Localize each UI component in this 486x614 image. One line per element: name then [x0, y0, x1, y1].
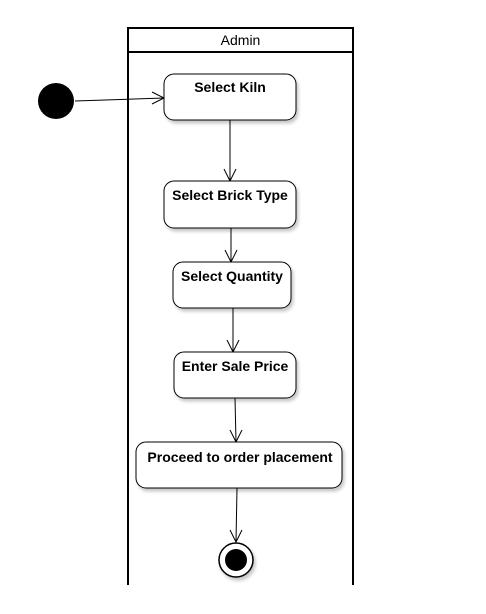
activity-label: Select Brick Type: [172, 187, 288, 203]
initial-node: [38, 83, 74, 119]
activity-select-kiln: Select Kiln: [163, 73, 297, 121]
activity-select-quantity: Select Quantity: [172, 261, 292, 309]
flow-select-kiln-to-select-brick-type: [223, 120, 237, 183]
flow-proceed-to-end: [229, 487, 243, 544]
activity-label: Enter Sale Price: [182, 358, 289, 374]
flow-select-quantity-to-enter-sale-price: [226, 308, 240, 354]
activity-label: Proceed to order placement: [147, 449, 333, 465]
activity-proceed-to-order-placement: Proceed to order placement: [135, 441, 343, 489]
swimlane-admin: Admin: [127, 27, 354, 585]
final-node: [218, 542, 254, 578]
swimlane-title: Admin: [221, 32, 261, 48]
activity-enter-sale-price: Enter Sale Price: [173, 351, 297, 399]
flow-start-to-select-kiln: [74, 91, 166, 105]
flow-enter-sale-price-to-proceed: [229, 397, 243, 444]
activity-label: Select Quantity: [181, 268, 283, 284]
flow-select-brick-type-to-select-quantity: [224, 228, 238, 264]
swimlane-header: [127, 27, 354, 53]
activity-label: Select Kiln: [194, 79, 266, 95]
activity-select-brick-type: Select Brick Type: [163, 180, 297, 229]
